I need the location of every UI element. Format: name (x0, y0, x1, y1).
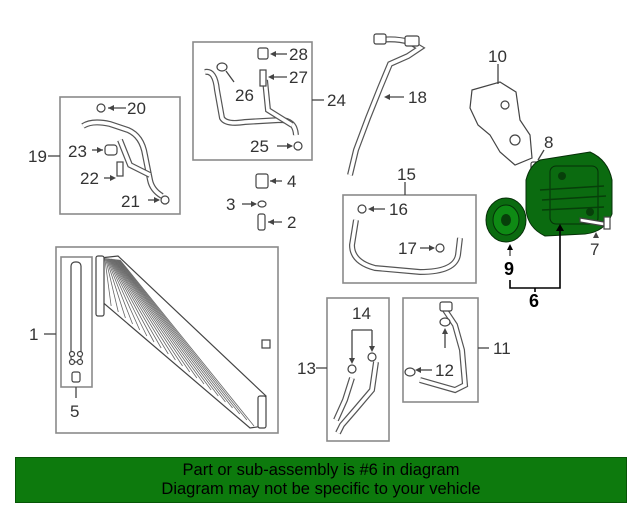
callout-7: 7 (590, 240, 599, 259)
condenser-fin (117, 259, 233, 409)
diagram-notice-banner: Part or sub-assembly is #6 in diagram Di… (15, 457, 627, 503)
condenser-fin (111, 258, 176, 361)
callout-22: 22 (80, 169, 99, 188)
group-15-hose-assembly: 15 16 17 (342, 165, 477, 284)
condenser-fin (118, 259, 241, 415)
callout-16: 16 (389, 200, 408, 219)
group-19-hose-assembly: 19 20 23 22 21 (28, 96, 181, 215)
condenser-fin (107, 258, 141, 331)
condenser-fin (112, 258, 183, 367)
callout-23: 23 (68, 142, 87, 161)
callout-11: 11 (493, 339, 511, 358)
condenser-fin (118, 259, 248, 421)
group-bracket-10: 10 8 (469, 47, 553, 172)
condenser-fin (105, 258, 126, 319)
group-1-condenser: 1 5 (29, 246, 279, 434)
callout-17: 17 (398, 239, 417, 258)
callout-19: 19 (28, 147, 47, 166)
condenser-fin (106, 258, 133, 325)
callout-15: 15 (397, 165, 416, 184)
condenser-fin (105, 258, 119, 313)
banner-line-1: Part or sub-assembly is #6 in diagram (182, 461, 460, 479)
group-13-hose-assembly: 13 14 (297, 297, 390, 442)
parts-diagram: 19 20 23 22 21 24 (28, 33, 613, 442)
callout-4: 4 (287, 172, 296, 191)
callout-5: 5 (70, 402, 79, 421)
callout-2: 2 (287, 213, 296, 232)
callout-20: 20 (127, 99, 146, 118)
condenser-fin (110, 258, 169, 355)
condenser-fin (109, 258, 162, 349)
callout-8: 8 (544, 133, 553, 152)
compressor-assembly-6: 7 9 6 (485, 151, 613, 311)
callout-24: 24 (327, 91, 346, 110)
banner-line-2: Diagram may not be specific to your vehi… (161, 480, 481, 498)
callout-3: 3 (226, 195, 235, 214)
callout-26: 26 (235, 86, 254, 105)
callout-1: 1 (29, 325, 38, 344)
condenser-fin (108, 258, 148, 337)
condenser-fin (113, 259, 198, 379)
callout-14: 14 (352, 304, 371, 323)
callout-10: 10 (488, 47, 507, 66)
condenser-fin (119, 259, 255, 427)
condenser-fin (108, 258, 155, 343)
condenser-fin (112, 258, 191, 373)
callout-25: 25 (250, 137, 269, 156)
condenser-fin (115, 259, 219, 397)
group-valve-parts-2-3-4: 4 3 2 (226, 172, 296, 232)
group-18-pipe: 18 (347, 33, 427, 176)
group-11-hose-assembly: 11 12 (402, 297, 511, 403)
callout-6: 6 (529, 291, 539, 311)
callout-21: 21 (121, 192, 140, 211)
callout-9: 9 (504, 259, 514, 279)
group-24-hose-assembly: 24 26 28 27 25 (192, 41, 346, 161)
callout-12: 12 (435, 361, 454, 380)
condenser-fin (116, 259, 226, 403)
callout-13: 13 (297, 359, 316, 378)
callout-18: 18 (408, 88, 427, 107)
condenser-fin (114, 259, 205, 385)
condenser-fin (104, 258, 112, 307)
condenser-fin (115, 259, 212, 391)
callout-28: 28 (289, 45, 308, 64)
callout-27: 27 (289, 68, 308, 87)
